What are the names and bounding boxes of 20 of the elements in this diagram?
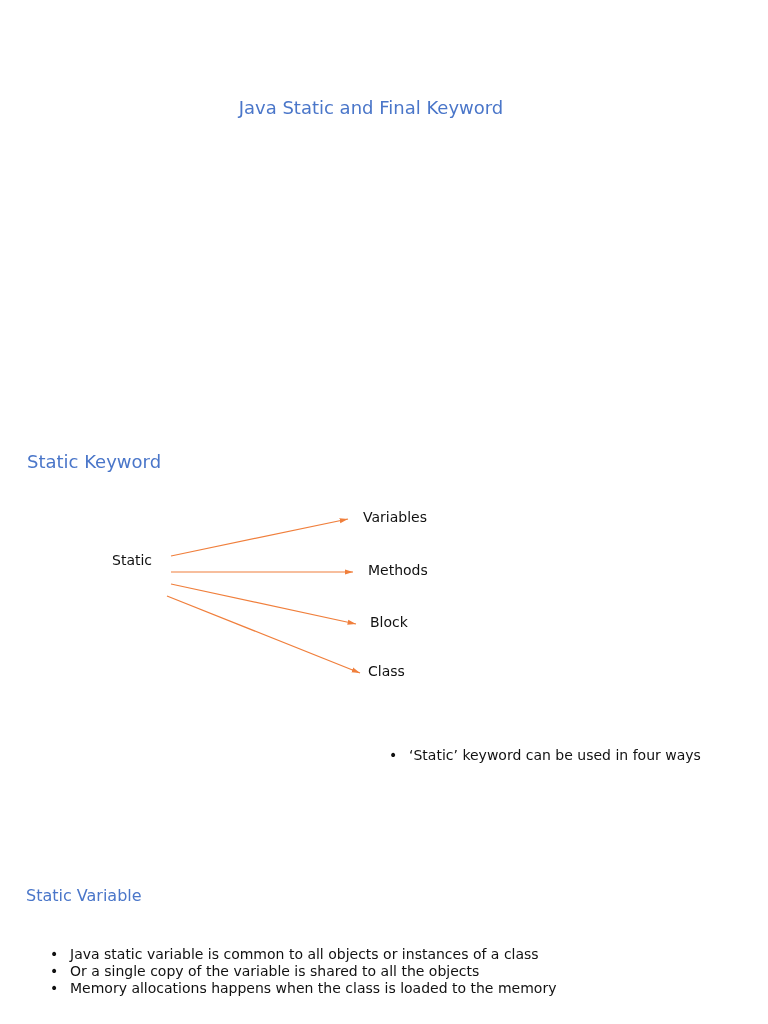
bullet: •: [50, 963, 59, 980]
bullet: •: [50, 980, 59, 997]
arrow: [166, 595, 361, 674]
node-label: Block: [370, 614, 408, 630]
node-label: Variables: [363, 509, 427, 525]
node-label: Class: [368, 663, 405, 679]
node-label: Methods: [368, 562, 428, 578]
arrow: [170, 583, 357, 625]
bullet-text: Or a single copy of the variable is shared to all the objects: [70, 963, 480, 980]
bullet-text: Memory allocations happens when the class is loaded to the memory: [70, 980, 557, 997]
section-heading: Static Variable: [26, 886, 142, 905]
arrow: [170, 518, 349, 557]
bullet-text: ‘Static’ keyword can be used in four ways: [409, 747, 701, 764]
bullet: •: [389, 747, 398, 764]
section-heading: Static Keyword: [27, 451, 162, 472]
title: Java Static and Final Keyword: [236, 97, 505, 118]
bullet: •: [50, 946, 59, 963]
arrow: [170, 569, 354, 575]
bullet-text: Java static variable is common to all objects or instances of a class: [70, 946, 539, 963]
node-label: Static: [112, 552, 153, 568]
